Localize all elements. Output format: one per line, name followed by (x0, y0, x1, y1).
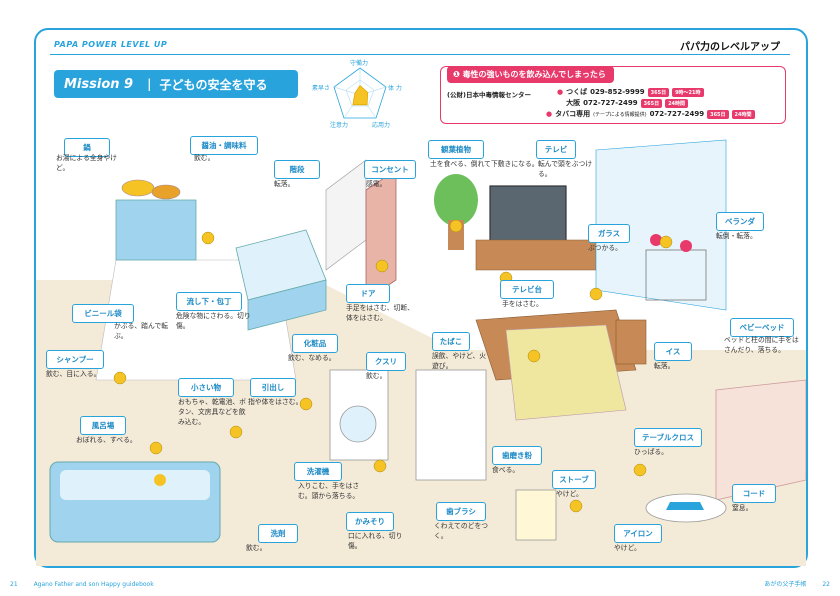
radar-label-stamina: 体 力 (388, 85, 402, 92)
desc-door: 手足をはさむ、切断、体をはさむ。 (346, 304, 414, 322)
label-stove: ストーブ (552, 470, 596, 489)
desc-outlet: 感電。 (366, 180, 387, 188)
mission-banner: Mission 9 | 子どもの安全を守る (54, 70, 298, 98)
label-tablecloth: テーブルクロス (634, 428, 702, 447)
label-tv: テレビ (536, 140, 576, 159)
header-divider (50, 54, 790, 55)
radar-values (352, 84, 369, 106)
radar-label-defense: 守備力 (350, 60, 369, 67)
label-pot: 鍋 (64, 138, 110, 157)
label-small-objects: 小さい物 (178, 378, 234, 397)
footer-handbook-title: あがの父子手帳 (764, 581, 807, 588)
label-cosmetics: 化粧品 (292, 334, 338, 353)
desc-houseplant: 土を食べる、倒れて下敷きになる。 (430, 160, 539, 168)
desc-tv: 転んで頭をぶつける。 (538, 160, 593, 178)
radar-label-applied: 応用力 (372, 122, 391, 129)
hotline-osaka: ●大阪 072-727-2499 365日 24時間 (557, 98, 689, 108)
label-toothpaste: 歯磨き粉 (492, 446, 542, 465)
radar-label-attention: 注意力 (330, 122, 349, 129)
series-title: PAPA POWER LEVEL UP (54, 40, 168, 49)
label-washing-machine: 洗濯機 (294, 462, 342, 481)
desc-iron: やけど。 (614, 544, 641, 552)
label-detergent: 洗剤 (258, 524, 298, 543)
desc-tablecloth: ひっぱる。 (634, 448, 668, 456)
desc-cord: 窒息。 (732, 504, 753, 512)
hotline-tobacco: ●タバコ専用 (テープによる情報提供) 072-727-2499 365日 24… (546, 109, 755, 119)
label-cigarette: たばこ (432, 332, 470, 351)
poison-hotline-box: ❶ 毒性の強いものを飲み込んでしまったら (公財)日本中毒情報センター ●つくば… (440, 66, 786, 124)
radar-label-speed: 素早さ (312, 85, 331, 92)
desc-cigarette: 誤飲、やけど、火遊び。 (432, 352, 487, 370)
desc-drawer: 指や体をはさむ。 (248, 398, 303, 406)
label-medicine: クスリ (366, 352, 406, 371)
page-heading: パパ力のレベルアップ (680, 42, 780, 53)
label-veranda: ベランダ (716, 212, 764, 231)
mission-title: 子どもの安全を守る (159, 77, 268, 92)
label-razor: かみそり (346, 512, 394, 531)
desc-razor: 口に入れる、切り傷。 (348, 532, 403, 550)
desc-shampoo: 飲む、目に入る。 (46, 370, 101, 378)
desc-veranda: 転倒・転落。 (716, 232, 757, 240)
skill-radar: 守備力 体 力 応用力 注意力 素早さ (310, 60, 410, 130)
label-sink-knife: 流し下・包丁 (176, 292, 242, 311)
desc-stairs: 転落。 (274, 180, 295, 188)
desc-cosmetics: 飲む、なめる。 (288, 354, 336, 362)
label-soy-sauce: 醤油・調味料 (190, 136, 258, 155)
footer-right: あがの父子手帳 22 (764, 579, 830, 588)
desc-toothpaste: 食べる。 (492, 466, 520, 474)
label-stairs: 階段 (274, 160, 320, 179)
mission-separator: | (147, 77, 152, 91)
label-shampoo: シャンプー (46, 350, 104, 369)
phone-tobacco[interactable]: 072-727-2499 (649, 110, 705, 118)
label-bathroom: 風呂場 (80, 416, 126, 435)
desc-small-objects: おもちゃ、乾電池、ボタン、文房具などを飲み込む。 (178, 398, 246, 426)
label-chair: イス (654, 342, 692, 361)
desc-tv-stand: 手をはさむ。 (502, 300, 543, 308)
desc-sink-knife: 危険な物にさわる。切り傷。 (176, 312, 251, 330)
label-drawer: 引出し (250, 378, 296, 397)
desc-pot: お湯による全身やけど。 (56, 154, 117, 172)
desc-detergent: 飲む。 (246, 544, 267, 552)
phone-tsukuba[interactable]: 029-852-9999 (590, 88, 645, 96)
label-plastic-bag: ビニール袋 (72, 304, 134, 323)
desc-baby-bed: ベッドと柱の間に手をはさんだり、落ちる。 (724, 336, 799, 354)
desc-toothbrush: くわえてのどをつく。 (434, 522, 489, 540)
desc-plastic-bag: かぶる、踏んで転ぶ。 (114, 322, 169, 340)
desc-soy-sauce: 飲む。 (194, 154, 215, 162)
hotline-tsukuba: ●つくば 029-852-9999 365日 9時〜21時 (557, 87, 704, 97)
radar-graphic (333, 67, 387, 119)
room-graphic (36, 139, 807, 566)
footer-left: 21 Agano Father and son Happy guidebook (10, 581, 154, 588)
page-number-left: 21 (10, 581, 18, 588)
mission-number: Mission 9 (64, 76, 134, 92)
desc-washing-machine: 入りこむ、手をはさむ。頭から落ちる。 (298, 482, 360, 500)
label-iron: アイロン (614, 524, 662, 543)
poison-title: ❶ 毒性の強いものを飲み込んでしまったら (447, 66, 614, 83)
label-glass: ガラス (588, 224, 630, 243)
desc-chair: 転落。 (654, 362, 675, 370)
desc-stove: やけど。 (556, 490, 583, 498)
desc-medicine: 飲む。 (366, 372, 387, 380)
poison-center-name: (公財)日本中毒情報センター (447, 91, 531, 99)
label-baby-bed: ベビーベッド (730, 318, 794, 337)
desc-bathroom: おぼれる、すべる。 (76, 436, 137, 444)
label-houseplant: 観葉植物 (428, 140, 484, 159)
phone-osaka[interactable]: 072-727-2499 (583, 99, 638, 107)
label-tv-stand: テレビ台 (500, 280, 554, 299)
room-illustration: 鍋 お湯による全身やけど。 醤油・調味料 飲む。 階段 転落。 コンセント 感電… (36, 130, 807, 566)
label-cord: コード (732, 484, 776, 503)
label-door: ドア (346, 284, 390, 303)
label-toothbrush: 歯ブラシ (436, 502, 486, 521)
page-number-right: 22 (822, 581, 830, 588)
footer-guidebook-title: Agano Father and son Happy guidebook (33, 581, 154, 588)
desc-glass: ぶつかる。 (588, 244, 622, 252)
label-outlet: コンセント (364, 160, 416, 179)
